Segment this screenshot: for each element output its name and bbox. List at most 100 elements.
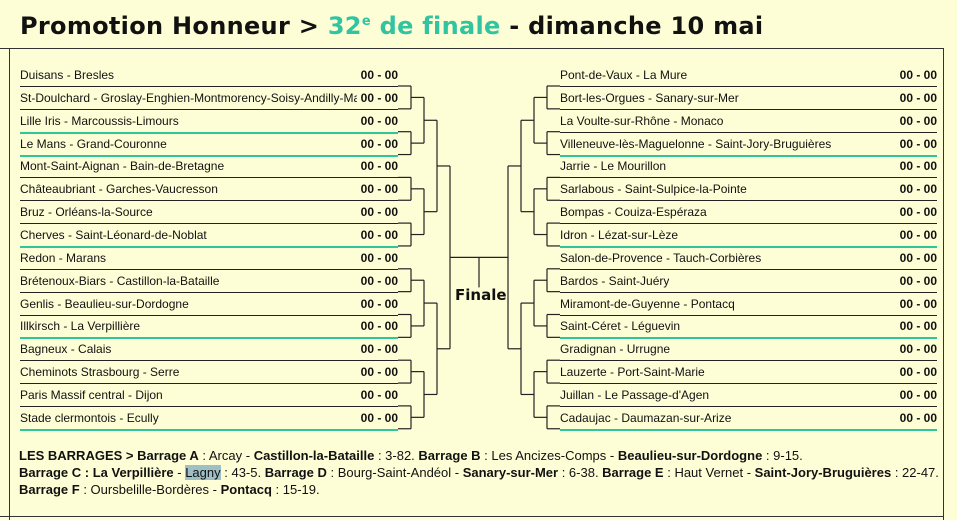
barrage-f-team2: Pontacq (220, 482, 272, 497)
match-teams: Genlis - Beaulieu-sur-Dordogne (20, 296, 189, 311)
barrage-e-team1: Haut Vernet (674, 465, 744, 480)
barrages-heading: LES BARRAGES > (19, 448, 138, 463)
barrage-c-team1: La Verpillière (92, 465, 174, 480)
barrage-d-team1: Bourg-Saint-Andéol (337, 465, 452, 480)
match-teams: Gradignan - Urrugne (560, 342, 671, 357)
match-teams: Duisans - Bresles (20, 68, 115, 82)
match-score: 00 - 00 (899, 113, 937, 128)
match-score: 00 - 00 (360, 273, 398, 288)
barrage-d-label: Barrage D (264, 465, 327, 480)
match-row: Illkirsch - La Verpillière 00 - 00 (20, 315, 398, 340)
match-row: Mont-Saint-Aignan - Bain-de-Bretagne 00 -… (20, 155, 398, 179)
finale-label: Finale (455, 286, 507, 304)
title-prefix: Promotion Honneur > (20, 12, 328, 40)
match-row: Pont-de-Vaux - La Mure 00 - 00 (560, 64, 937, 87)
match-teams: Juillan - Le Passage-d'Agen (560, 387, 710, 402)
match-teams: Redon - Marans (20, 250, 107, 265)
match-score: 00 - 00 (899, 319, 937, 334)
match-teams: Le Mans - Grand-Couronne (20, 136, 167, 151)
match-score: 00 - 00 (899, 365, 937, 380)
match-teams: Cherves - Saint-Léonard-de-Noblat (20, 227, 207, 242)
match-score: 00 - 00 (360, 410, 398, 425)
match-row: Cherves - Saint-Léonard-de-Noblat 00 - 00 (20, 224, 398, 248)
match-row: Bort-les-Orgues - Sanary-sur-Mer 00 - 00 (560, 87, 937, 110)
barrage-b-label: Barrage B (418, 448, 481, 463)
match-row: Bardos - Saint-Juéry 00 - 00 (560, 270, 937, 293)
match-row: Saint-Céret - Léguevin 00 - 00 (560, 315, 937, 340)
barrage-a-team1: Arcay (208, 448, 243, 463)
match-teams: Bruz - Orléans-la-Source (20, 205, 153, 220)
match-row: Stade clermontois - Ecully 00 - 00 (20, 407, 398, 431)
match-row: St-Doulchard - Groslay-Enghien-Montmoren… (20, 87, 398, 110)
match-score: 00 - 00 (899, 410, 937, 425)
match-teams: Cadaujac - Daumazan-sur-Arize (560, 410, 732, 425)
match-teams: Stade clermontois - Ecully (20, 410, 159, 425)
match-teams: Mont-Saint-Aignan - Bain-de-Bretagne (20, 159, 225, 174)
match-row: Brétenoux-Biars - Castillon-la-Bataille 0… (20, 270, 398, 293)
match-row: Châteaubriant - Garches-Vaucresson 00 - 0… (20, 178, 398, 202)
match-teams: Salon-de-Provence - Tauch-Corbières (560, 250, 762, 265)
left-rule (9, 48, 10, 520)
barrage-e-team2: Saint-Jory-Bruguières (754, 465, 892, 480)
match-score: 00 - 00 (360, 387, 398, 402)
match-score: 00 - 00 (899, 205, 937, 220)
match-score: 00 - 00 (360, 68, 398, 82)
match-teams: Paris Massif central - Dijon (20, 387, 163, 402)
match-score: 00 - 00 (899, 90, 937, 105)
match-score: 00 - 00 (360, 205, 398, 220)
bottom-rule (0, 516, 944, 517)
match-teams: Brétenoux-Biars - Castillon-la-Bataille (20, 273, 220, 288)
barrages-section: LES BARRAGES > Barrage A : Arcay - Casti… (19, 448, 939, 497)
match-teams: Lauzerte - Port-Saint-Marie (560, 365, 705, 380)
barrage-a-label: Barrage A (137, 448, 199, 463)
match-row: Redon - Marans 00 - 00 (20, 247, 398, 270)
match-teams: Miramont-de-Guyenne - Pontacq (560, 296, 735, 311)
match-score: 00 - 00 (360, 227, 398, 242)
title-suffix: - dimanche 10 mai (500, 12, 764, 40)
barrage-f-label: Barrage F (19, 482, 80, 497)
match-score: 00 - 00 (360, 250, 398, 265)
match-teams: Pont-de-Vaux - La Mure (560, 68, 688, 82)
match-teams: Bardos - Saint-Juéry (560, 273, 670, 288)
match-teams: Illkirsch - La Verpillière (20, 319, 141, 334)
match-teams: St-Doulchard - Groslay-Enghien-Montmoren… (20, 90, 357, 105)
match-score: 00 - 00 (360, 319, 398, 334)
match-teams: Lille Iris - Marcoussis-Limours (20, 113, 179, 128)
match-score: 00 - 00 (899, 227, 937, 242)
match-score: 00 - 00 (899, 273, 937, 288)
match-score: 00 - 00 (360, 159, 398, 174)
match-teams: Villeneuve-lès-Maguelonne - Saint-Jory-B… (560, 136, 832, 151)
top-rule (0, 48, 944, 49)
match-teams: Bompas - Couiza-Espéraza (560, 205, 707, 220)
match-teams: Châteaubriant - Garches-Vaucresson (20, 182, 218, 197)
match-score: 00 - 00 (899, 182, 937, 197)
right-rule (943, 48, 944, 520)
barrage-e-label: Barrage E (602, 465, 664, 480)
match-row: Lauzerte - Port-Saint-Marie 00 - 00 (560, 361, 937, 385)
match-score: 00 - 00 (899, 68, 937, 82)
match-teams: Jarrie - Le Mourillon (560, 159, 667, 174)
title-round: 32e de finale (327, 12, 501, 40)
match-row: Duisans - Bresles 00 - 00 (20, 64, 398, 87)
match-score: 00 - 00 (360, 182, 398, 197)
barrage-b-team2: Beaulieu-sur-Dordogne (617, 448, 763, 463)
match-teams: Bort-les-Orgues - Sanary-sur-Mer (560, 90, 739, 105)
barrage-d-team2: Sanary-sur-Mer (462, 465, 559, 480)
match-row: Idron - Lézat-sur-Lèze 00 - 00 (560, 224, 937, 248)
match-row: Bompas - Couiza-Espéraza 00 - 00 (560, 201, 937, 225)
match-row: Cadaujac - Daumazan-sur-Arize 00 - 00 (560, 407, 937, 431)
match-teams: Idron - Lézat-sur-Lèze (560, 227, 679, 242)
match-teams: Saint-Céret - Léguevin (560, 319, 681, 334)
